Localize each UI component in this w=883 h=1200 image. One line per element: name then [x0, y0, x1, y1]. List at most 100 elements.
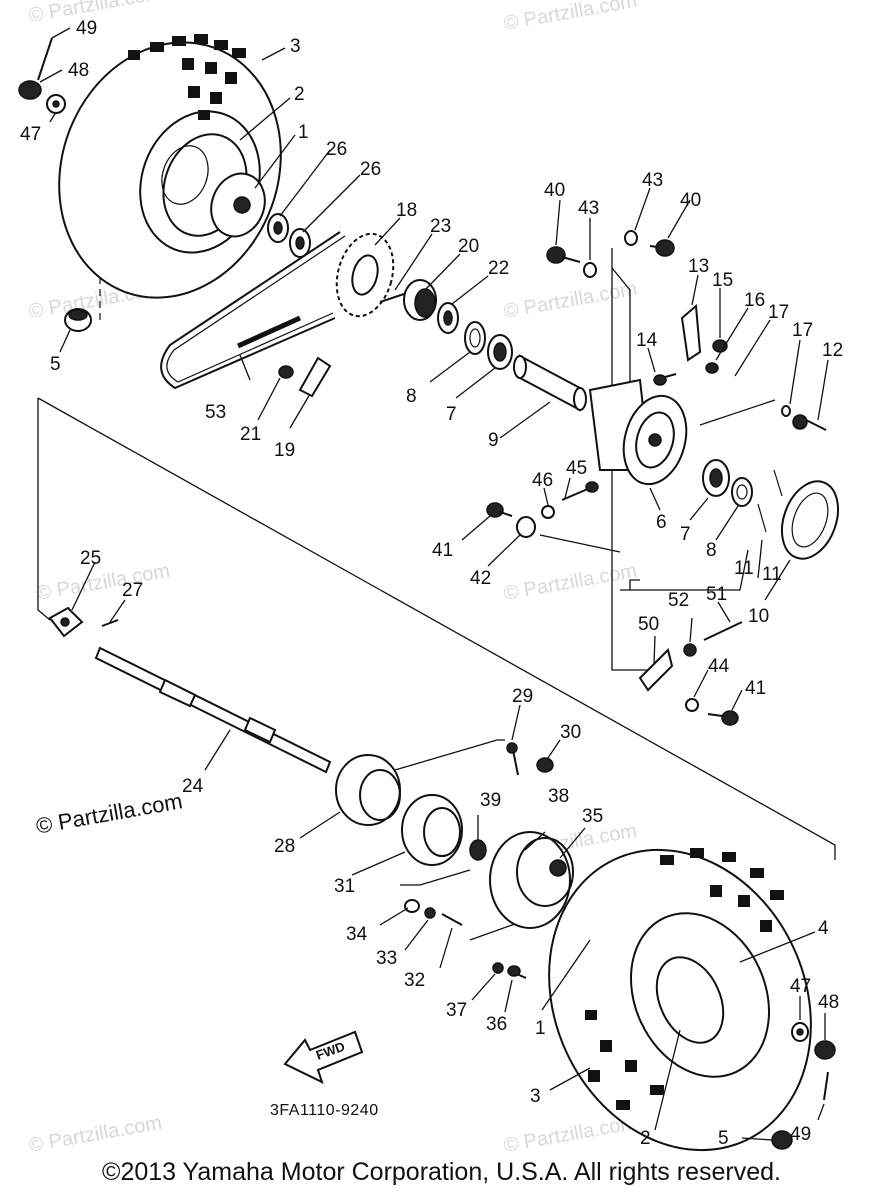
callout-5: 5 [718, 1128, 729, 1149]
callout-48: 48 [818, 992, 839, 1013]
callout-7: 7 [680, 524, 691, 545]
callout-13: 13 [688, 256, 709, 277]
callout-15: 15 [712, 270, 733, 291]
watermark: © Partzilla.com [502, 278, 639, 323]
callout-40: 40 [680, 190, 701, 211]
callout-4: 4 [818, 918, 829, 939]
fwd-arrow: FWD [283, 1030, 364, 1084]
callout-12: 12 [822, 340, 843, 361]
callout-41: 41 [432, 540, 453, 561]
seal-8-bearing-7-upper [464, 321, 513, 370]
callout-26: 26 [326, 139, 347, 160]
callout-2: 2 [294, 84, 305, 105]
callout-23: 23 [430, 216, 451, 237]
callout-26: 26 [360, 159, 381, 180]
callout-22: 22 [488, 258, 509, 279]
callout-51: 51 [706, 584, 727, 605]
callout-11: 11 [762, 564, 782, 585]
callout-43: 43 [642, 170, 663, 191]
callout-40: 40 [544, 180, 565, 201]
callout-labels: 49 48 47 3 2 1 26 26 5 18 23 20 22 40 43… [20, 18, 843, 1149]
fasteners-32-37 [404, 899, 527, 979]
callout-30: 30 [560, 722, 581, 743]
callout-leaders [39, 27, 829, 1141]
flange-25 [48, 606, 119, 638]
chain-53 [160, 231, 346, 390]
callout-19: 19 [274, 440, 295, 461]
fasteners-lower-right [771, 1022, 836, 1150]
callout-41: 41 [745, 678, 766, 699]
nut-21-plate-19 [278, 356, 332, 398]
callout-38: 38 [548, 786, 569, 807]
callout-17: 17 [792, 320, 813, 341]
callout-35: 35 [582, 806, 603, 827]
fasteners-upper-left [18, 37, 66, 114]
brake-lever-13 [653, 303, 827, 431]
arm-50 [638, 621, 743, 726]
callout-29: 29 [512, 686, 533, 707]
hub-28-drum-31 [335, 754, 463, 866]
callout-42: 42 [470, 568, 491, 589]
callout-27: 27 [122, 580, 143, 601]
nut-5-upper [64, 308, 92, 332]
callout-18: 18 [396, 200, 417, 221]
callout-24: 24 [182, 776, 204, 797]
wheel-upper-left [58, 34, 282, 299]
callout-9: 9 [488, 430, 499, 451]
callout-14: 14 [636, 330, 658, 351]
hub-upper [210, 172, 266, 238]
callout-8: 8 [406, 386, 417, 407]
callout-49: 49 [76, 18, 97, 39]
callout-5: 5 [50, 354, 61, 375]
callout-17: 17 [768, 302, 789, 323]
callout-47: 47 [20, 124, 41, 145]
callout-25: 25 [80, 548, 101, 569]
drawing-code: 3FA1110-9240 [270, 1102, 379, 1119]
bolts-41-46 [486, 481, 599, 538]
wheel-lower-right [548, 848, 812, 1152]
watermark: © Partzilla.com [27, 1112, 164, 1157]
callout-33: 33 [376, 948, 397, 969]
callout-20: 20 [458, 236, 479, 257]
drum-38 [469, 831, 574, 929]
copyright-notice: ©2013 Yamaha Motor Corporation, U.S.A. A… [102, 1158, 781, 1186]
callout-44: 44 [708, 656, 730, 677]
sprocket-18 [335, 232, 395, 318]
callout-21: 21 [240, 424, 261, 445]
axle-24 [94, 646, 332, 774]
watermark: © Partzilla.com [35, 560, 172, 605]
callout-43: 43 [578, 198, 599, 219]
callout-2: 2 [640, 1128, 651, 1149]
callout-34: 34 [346, 924, 368, 945]
housing-6 [588, 378, 688, 486]
callout-7: 7 [446, 404, 457, 425]
callout-49: 49 [790, 1124, 811, 1145]
callout-16: 16 [744, 290, 765, 311]
callout-32: 32 [404, 970, 425, 991]
callout-3: 3 [290, 36, 301, 57]
bolt-29-nut-30 [506, 742, 554, 776]
callout-36: 36 [486, 1014, 507, 1035]
callout-50: 50 [638, 614, 659, 635]
hub-assembly-20 [379, 279, 459, 334]
callout-1: 1 [298, 122, 309, 143]
callout-6: 6 [656, 512, 667, 533]
bolts-40-43 [546, 230, 675, 278]
callout-39: 39 [480, 790, 501, 811]
callout-28: 28 [274, 836, 295, 857]
watermark: © Partzilla.com [502, 560, 639, 605]
watermark: © Partzilla.com [502, 0, 639, 35]
callout-48: 48 [68, 60, 89, 81]
bearings-26 [267, 213, 311, 258]
spacer-9 [513, 354, 587, 412]
callout-31: 31 [334, 876, 355, 897]
callout-37: 37 [446, 1000, 467, 1021]
callout-11: 11 [734, 558, 754, 579]
callout-3: 3 [530, 1086, 541, 1107]
callout-46: 46 [532, 470, 553, 491]
callout-53: 53 [205, 402, 226, 423]
callout-47: 47 [790, 976, 811, 997]
callout-10: 10 [748, 606, 769, 627]
callout-1: 1 [535, 1018, 546, 1039]
